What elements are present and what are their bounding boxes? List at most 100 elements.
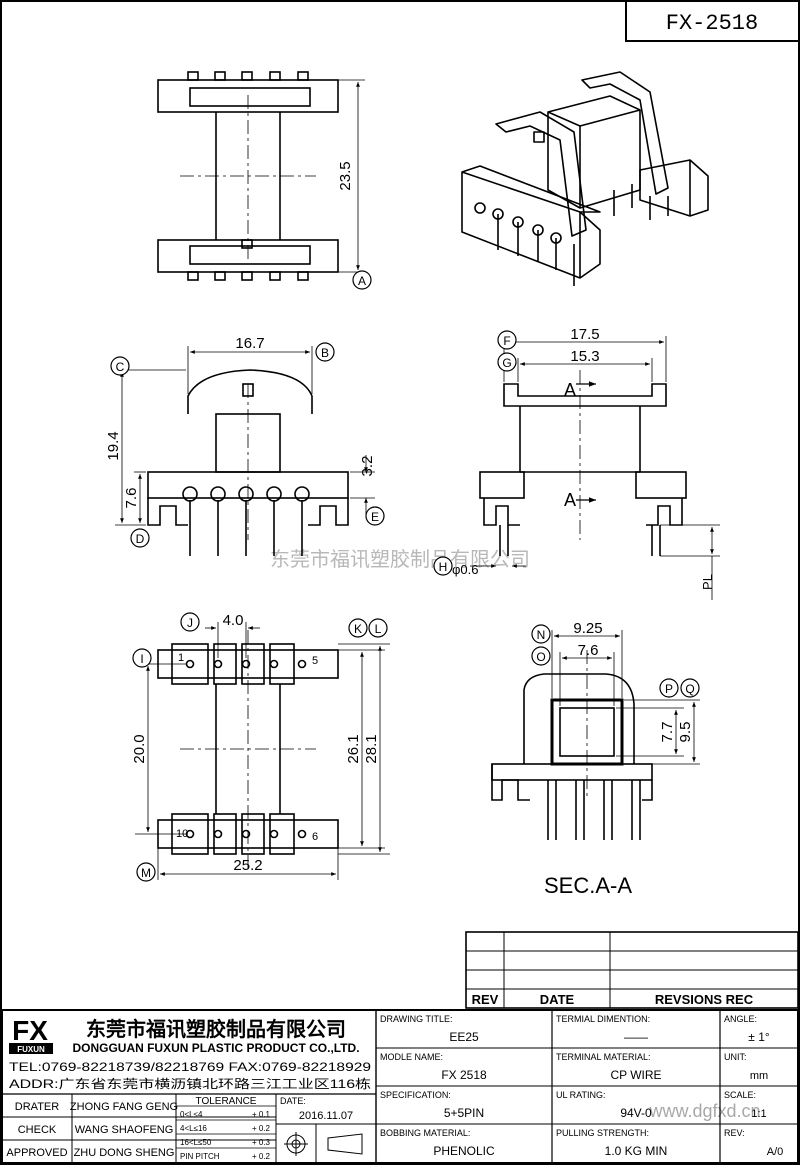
svg-text:A: A bbox=[358, 274, 366, 288]
title-block bbox=[1, 1009, 799, 1164]
pin-diameter: φ0.6 bbox=[452, 562, 479, 577]
svg-text:P: P bbox=[665, 682, 673, 696]
svg-text:FX: FX bbox=[12, 1015, 48, 1046]
svg-text:J: J bbox=[187, 616, 193, 630]
dim-19-4: 19.4 bbox=[105, 431, 122, 460]
section-marker-a-bottom: A bbox=[564, 490, 576, 510]
signoff-role-drater: DRATER bbox=[15, 1101, 59, 1113]
section-marker-a-top: A bbox=[564, 380, 576, 400]
specification-label: SPECIFICATION: bbox=[380, 1090, 451, 1100]
bobbin-material-label: BOBBING MATERIAL: bbox=[380, 1128, 470, 1138]
callout-h: H bbox=[433, 556, 453, 576]
watermark-text: 东莞市福讯塑胶制品有限公司 bbox=[270, 548, 530, 571]
unit-label: UNIT: bbox=[724, 1052, 747, 1062]
svg-text:L: L bbox=[375, 622, 382, 636]
bottom-view bbox=[135, 622, 390, 880]
date-value: 2016.11.07 bbox=[299, 1110, 353, 1122]
dim-9-25: 9.25 bbox=[573, 620, 602, 637]
tolerance-range-1: 0<L≤4 bbox=[180, 1110, 203, 1119]
tolerance-range-4: PIN PITCH bbox=[180, 1152, 220, 1161]
callout-j: J bbox=[180, 612, 200, 632]
company-logo: FX FUXUN bbox=[9, 1015, 53, 1054]
title-box: FX-2518 bbox=[625, 0, 800, 42]
front-view bbox=[115, 346, 375, 556]
svg-text:K: K bbox=[354, 622, 362, 636]
company-name-cn: 东莞市福讯塑胶制品有限公司 bbox=[86, 1017, 346, 1041]
dim-7-7: 7.7 bbox=[659, 722, 676, 743]
pin-length-label: PL bbox=[700, 574, 715, 590]
rev-header-rev: REV bbox=[472, 992, 499, 1007]
terminal-material-value: CP WIRE bbox=[610, 1068, 661, 1082]
pulling-strength-value: 1.0 KG MIN bbox=[605, 1144, 668, 1158]
terminal-dimension-label: TERMIAL DIMENTION: bbox=[556, 1014, 650, 1024]
company-addr: ADDR:广东省东莞市横沥镇北环路三江工业区116栋 bbox=[9, 1076, 371, 1091]
isometric-view bbox=[461, 71, 709, 286]
dim-25-2: 25.2 bbox=[233, 857, 262, 874]
callout-d: D bbox=[130, 528, 150, 548]
tolerance-range-3: 16<L≤50 bbox=[180, 1138, 212, 1147]
rev-label: REV: bbox=[724, 1128, 745, 1138]
svg-text:C: C bbox=[116, 360, 125, 374]
bobbin-material-value: PHENOLIC bbox=[433, 1144, 495, 1158]
callout-c: C bbox=[110, 356, 130, 376]
svg-text:H: H bbox=[439, 560, 448, 574]
scale-label: SCALE: bbox=[724, 1090, 756, 1100]
callout-f: F bbox=[497, 330, 517, 350]
model-name-label: MODLE NAME: bbox=[380, 1052, 443, 1062]
signoff-role-check: CHECK bbox=[18, 1124, 57, 1136]
svg-text:Q: Q bbox=[685, 682, 694, 696]
rev-value: A/0 bbox=[767, 1146, 784, 1158]
callout-b: B bbox=[315, 342, 335, 362]
svg-text:G: G bbox=[502, 356, 511, 370]
svg-text:D: D bbox=[136, 532, 145, 546]
watermark-site: www.dgfxd.cn bbox=[648, 1101, 760, 1121]
dim-3-2: 3.2 bbox=[359, 456, 376, 477]
projection-symbol-icon bbox=[284, 1132, 363, 1156]
tolerance-value-2: + 0.2 bbox=[252, 1124, 271, 1133]
callout-q: Q bbox=[680, 678, 700, 698]
angle-label: ANGLE: bbox=[724, 1014, 757, 1024]
callout-p: P bbox=[659, 678, 679, 698]
side-view bbox=[470, 336, 720, 600]
dim-26-1: 26.1 bbox=[345, 734, 362, 763]
pin-5-label: 5 bbox=[312, 655, 318, 667]
signoff-name-approved: ZHU DONG SHENG bbox=[74, 1147, 175, 1159]
unit-value: mm bbox=[750, 1070, 768, 1082]
rev-header-date: DATE bbox=[540, 992, 575, 1007]
rev-header-rec: REVSIONS REC bbox=[655, 992, 754, 1007]
callout-k: K bbox=[348, 618, 368, 638]
tolerance-title: TOLERANCE bbox=[196, 1096, 257, 1107]
section-caption: SEC.A-A bbox=[544, 873, 632, 898]
dim-16-7: 16.7 bbox=[235, 335, 264, 352]
dim-28-1: 28.1 bbox=[363, 734, 380, 763]
svg-text:F: F bbox=[503, 334, 510, 348]
model-name-value: FX 2518 bbox=[441, 1068, 487, 1082]
callout-m: M bbox=[136, 862, 156, 882]
svg-text:FUXUN: FUXUN bbox=[17, 1045, 45, 1054]
callout-e: E bbox=[365, 506, 385, 526]
company-name-en: DONGGUAN FUXUN PLASTIC PRODUCT CO.,LTD. bbox=[72, 1041, 359, 1055]
signoff-name-drater: ZHONG FANG GENG bbox=[70, 1101, 178, 1113]
tolerance-value-1: + 0.1 bbox=[252, 1110, 271, 1119]
pin-6-label: 6 bbox=[312, 831, 318, 843]
pin-1-label: 1 bbox=[178, 652, 184, 664]
drawing-title-label: DRAWING TITLE: bbox=[380, 1014, 453, 1024]
dim-7-6-section: 7.6 bbox=[578, 642, 599, 659]
tolerance-value-3: + 0.3 bbox=[252, 1138, 271, 1147]
signoff-role-approved: APPROVED bbox=[6, 1147, 67, 1159]
svg-text:B: B bbox=[321, 346, 329, 360]
top-view bbox=[157, 71, 365, 281]
section-view bbox=[491, 630, 700, 840]
callout-n: N bbox=[531, 624, 551, 644]
drawing-title-value: EE25 bbox=[449, 1030, 479, 1044]
callout-o: O bbox=[531, 646, 551, 666]
signoff-name-check: WANG SHAOFENG bbox=[75, 1124, 174, 1136]
svg-text:I: I bbox=[140, 652, 143, 666]
pin-10-label: 10 bbox=[176, 828, 188, 840]
callout-l: L bbox=[368, 618, 388, 638]
svg-text:E: E bbox=[371, 510, 379, 524]
ul-rating-label: UL RATING: bbox=[556, 1090, 606, 1100]
revision-table bbox=[465, 931, 799, 1009]
